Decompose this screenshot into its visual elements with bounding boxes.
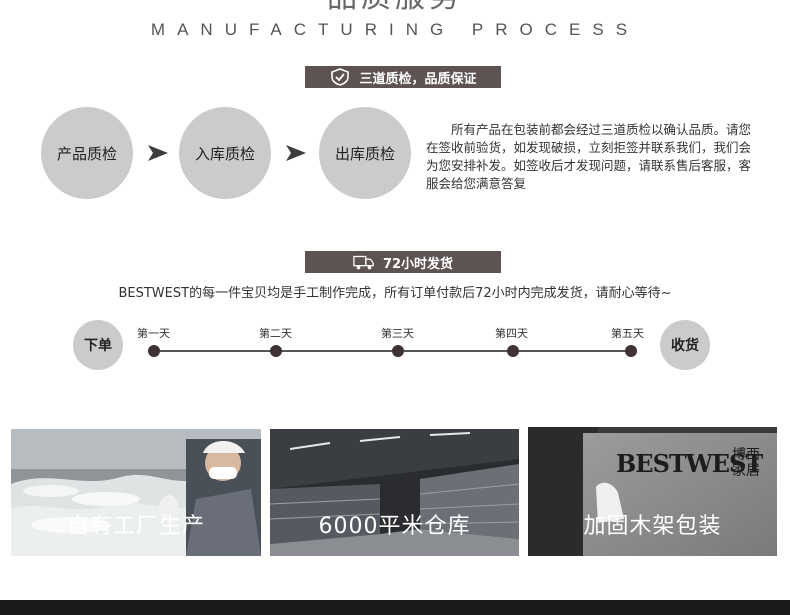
timeline-dot [270, 345, 282, 357]
photo-warehouse: 6000平米仓库 [270, 429, 519, 556]
section-title-en: MANUFACTURING PROCESS [150, 20, 640, 39]
shipping-banner-label: 72小时发货 [382, 256, 454, 272]
timeline-dot [507, 345, 519, 357]
qc-step-warehouse-out: 出库质检 [319, 107, 411, 199]
arrow-right-icon [286, 145, 306, 161]
timeline-dot [148, 345, 160, 357]
timeline-day-label: 第一天 [137, 327, 170, 340]
bottom-bar [0, 600, 790, 615]
photo-packaging: BESTWEST 博西家居 加固木架包装 [528, 427, 777, 556]
photo-caption: 加固木架包装 [583, 514, 722, 539]
shipping-banner: 72小时发货 [305, 251, 501, 273]
timeline-dot [392, 345, 404, 357]
qc-banner-label: 三道质检，品质保证 [359, 71, 477, 87]
shipping-statement: BESTWEST的每一件宝贝均是手工制作完成，所有订单付款后72小时内完成发货，… [118, 286, 672, 301]
qc-step-product: 产品质检 [41, 107, 133, 199]
shield-check-icon [329, 68, 351, 86]
brand-wordmark-cn: 博西家居 [732, 447, 760, 479]
delivery-truck-icon [353, 253, 375, 271]
timeline-day-label: 第三天 [381, 327, 414, 340]
timeline-start-order: 下单 [73, 320, 123, 370]
timeline-day-label: 第四天 [495, 327, 528, 340]
photo-caption: 6000平米仓库 [318, 514, 471, 539]
timeline-day-label: 第五天 [611, 327, 644, 340]
qc-step-warehouse-in: 入库质检 [179, 107, 271, 199]
photo-factory: 自有工厂生产 [11, 429, 261, 556]
qc-description: 所有产品在包装前都会经过三道质检以确认品质。请您在签收前验货，如发现破损，立刻拒… [426, 122, 752, 191]
section-title-cn: 品质服务 [0, 0, 790, 18]
photo-caption: 自有工厂生产 [66, 514, 205, 539]
timeline-day-label: 第二天 [259, 327, 292, 340]
timeline-dot [625, 345, 637, 357]
brand-wordmark: BESTWEST [616, 449, 763, 478]
timeline-end-receive: 收货 [660, 320, 710, 370]
qc-banner: 三道质检，品质保证 [305, 66, 501, 88]
arrow-right-icon [148, 145, 168, 161]
